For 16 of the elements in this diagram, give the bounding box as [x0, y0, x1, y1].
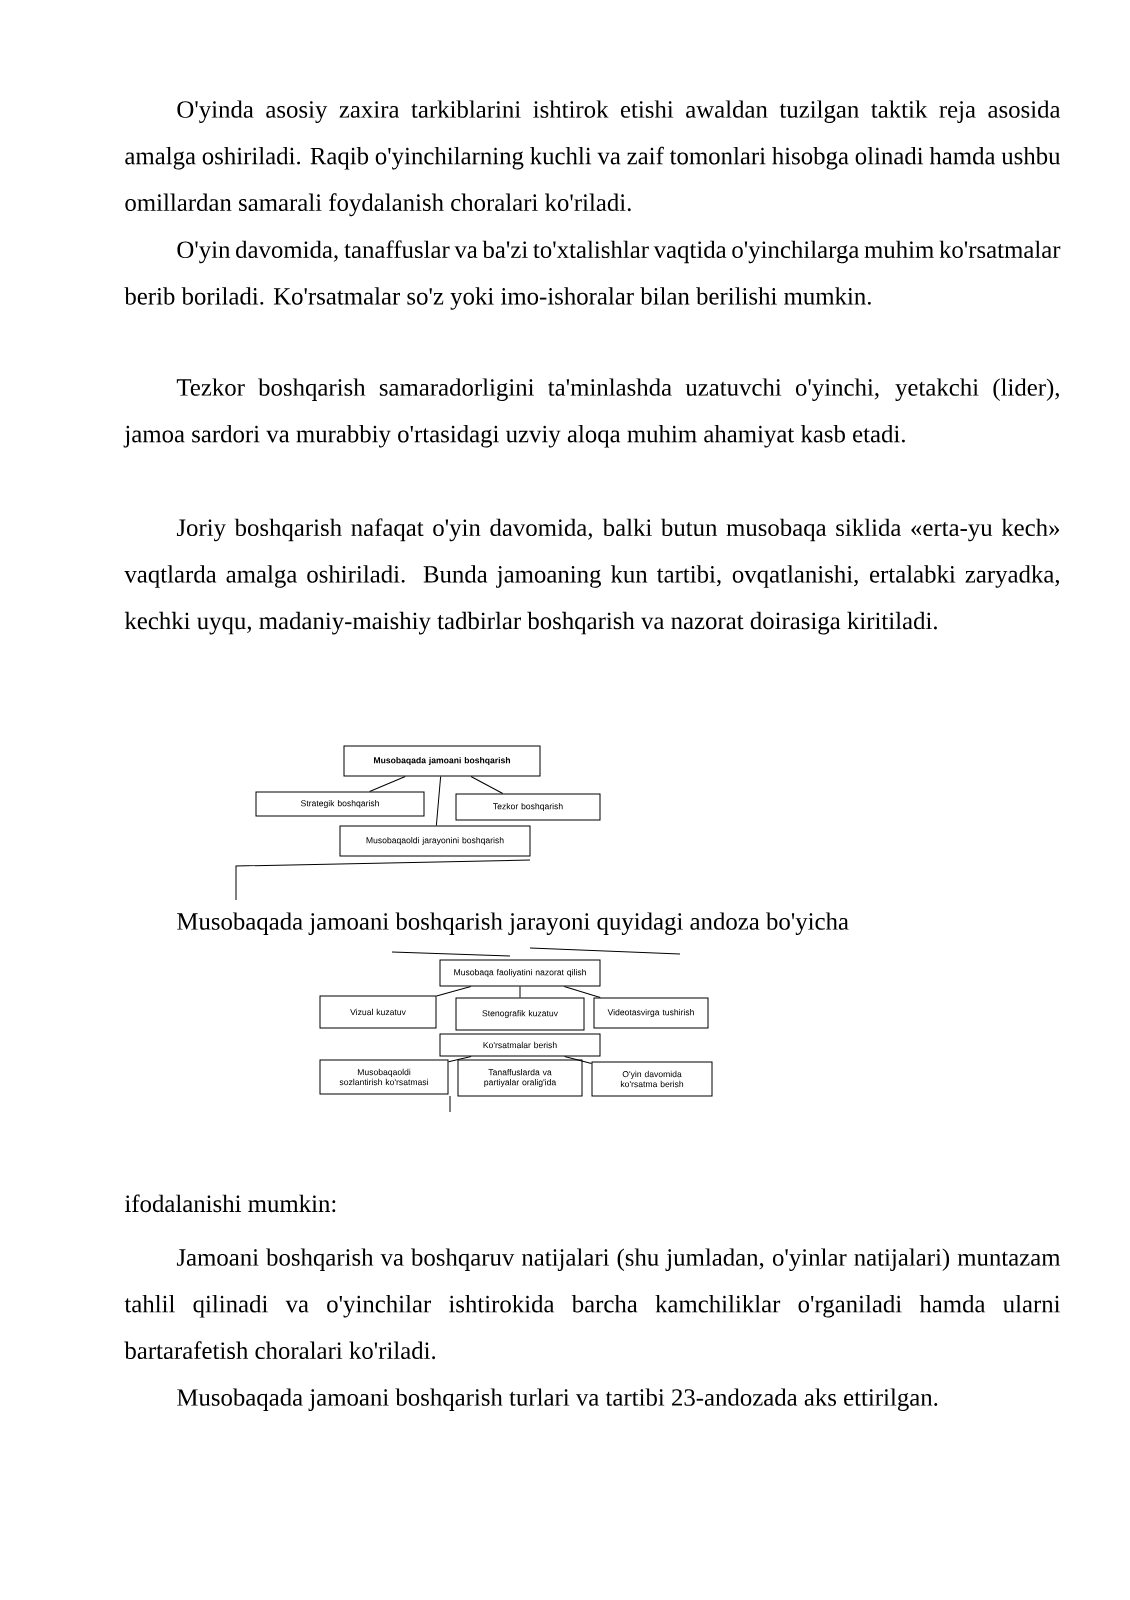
paragraph: ifodalanishi mumkin:	[124, 1194, 336, 1213]
connector-line	[519, 986, 521, 998]
connector-line	[470, 776, 504, 794]
connector-line	[436, 986, 472, 997]
paragraph: O'yinda asosiy zaxira tarkiblarini ishtirok etishi awaldan tuzilgan taktik reja asosida amalga oshiriladi. Raqib o'yinchilarning kuchli va zaif tomonlari hisobga olinadi hamda ushbu omillardan samarali foydalanish choralari ko'riladi.	[125, 100, 1061, 217]
connector-line	[435, 776, 442, 826]
paragraph: Joriy boshqarish nafaqat o'yin davomida, balki butun musobaqa siklida «erta-yu kech» vaqtlarda amalga oshiriladi. Bunda jamoaning kun tartibi, ovqatlanishi, ertalabki zaryadka, kechki uyqu, madaniy-maishiy tadbirlar boshqarish va nazorat doirasiga kiritiladi.	[124, 518, 1060, 635]
paragraph: Jamoani boshqarish va boshqaruv natijalari (shu jumladan, o'yinlar natijalari) muntazam tahlil qilinadi va o'yinchilar ishtirokida barcha kamchiliklar o'rganiladi hamda ularni bartarafetish choralari ko'riladi.	[124, 1248, 1061, 1360]
paragraph: Tezkor boshqarish samaradorligini ta'minlashda uzatuvchi o'yinchi, yetakchi (lider), jamoa sardori va murabbiy o'rtasidagi uzviy aloqa muhim ahamiyat kasb etadi.	[123, 378, 1059, 448]
paragraph: Musobaqada jamoani boshqarish turlari va tartibi 23-andozada aks ettirilgan.	[177, 1388, 938, 1411]
connector-line	[448, 1056, 472, 1063]
connector-line	[564, 1056, 592, 1064]
connector-line	[563, 986, 601, 998]
connector-line	[369, 776, 406, 792]
paragraph: Musobaqada jamoani boshqarish jarayoni quyidagi andoza bo'yicha	[177, 912, 849, 935]
paragraph: O'yin davomida, tanaffuslar va ba'zi to'xtalishlar vaqtida o'yinchilarga muhim ko'rsatmalar berib boriladi. Ko'rsatmalar so'z yoki imo-ishoralar bilan berilishi mumkin.	[124, 240, 1061, 310]
